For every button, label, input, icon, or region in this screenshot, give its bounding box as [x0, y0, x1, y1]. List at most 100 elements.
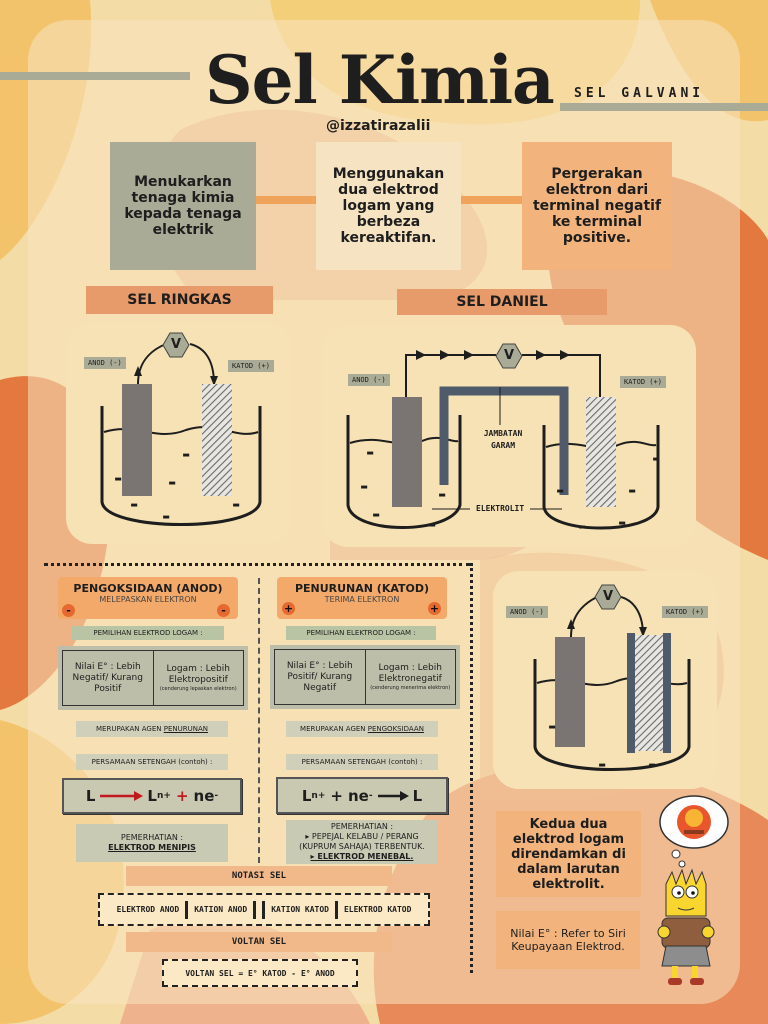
- eq-ion-charge: n+: [311, 790, 326, 801]
- reduction-agent-word: PENGOKSIDAAN: [367, 725, 424, 733]
- minus-sign: -: [130, 492, 139, 516]
- anode-electrode: [555, 637, 585, 747]
- minus-sign: -: [168, 470, 177, 494]
- notation-cathode-cation: KATION KATOD: [271, 905, 329, 914]
- voltmeter-symbol: V: [503, 348, 515, 363]
- simple-cell-panel: [66, 322, 292, 544]
- salt-bridge-label: JAMBATAN GARAM: [483, 429, 523, 450]
- oxidation-agent-chip: MERUPAKAN AGEN PENURUNAN: [76, 721, 228, 737]
- electrolyte-label: ELEKTROLIT: [476, 504, 525, 513]
- daniel-anode-tag: ANOD (-): [348, 374, 390, 386]
- eq-plus: +: [330, 786, 343, 805]
- page-subtitle: SEL GALVANI: [574, 86, 705, 101]
- separator: [185, 900, 189, 919]
- plus-badge-icon: +: [428, 602, 441, 615]
- solution-level-right: [545, 440, 657, 450]
- voltmeter-symbol: V: [170, 337, 182, 352]
- notation-anode-cation: KATION ANOD: [194, 905, 248, 914]
- reduction-notice-line1: ▸ PEPEJAL KELABU / PERANG: [305, 832, 419, 841]
- minus-sign: -: [438, 482, 447, 506]
- wire-right: [620, 596, 644, 636]
- immersed-note: Kedua dua elektrod logam direndamkan di …: [496, 811, 641, 897]
- arrow-right-icon: [100, 791, 144, 801]
- wire-right: [189, 343, 215, 385]
- intro-box-electron-flow: Pergerakan elektron dari terminal negati…: [522, 142, 672, 270]
- notation-anode-electrode: ELEKTROD ANOD: [116, 905, 180, 914]
- reduction-title: PENURUNAN (KATOD): [294, 582, 430, 595]
- beaker-right: [542, 425, 660, 530]
- beaker: [100, 406, 262, 526]
- oxidation-metal-text: Logam : Lebih Elektropositif: [166, 664, 230, 685]
- simple-anode-tag: ANOD (-): [84, 357, 126, 369]
- daniel-cathode-tag: KATOD (+): [620, 376, 666, 388]
- minus-sign: -: [232, 492, 241, 516]
- third-anode-tag: ANOD (-): [506, 606, 548, 618]
- oxidation-e-value: Nilai E° : Lebih Negatif/ Kurang Positif: [63, 651, 154, 705]
- eq-ion: L: [147, 787, 157, 805]
- oxidation-selection-chip: PEMILIHAN ELEKTROD LOGAM :: [72, 626, 224, 640]
- daniel-voltmeter: V: [495, 343, 523, 369]
- voltmeter-symbol: V: [602, 589, 614, 604]
- minus-badge-icon: -: [62, 604, 75, 617]
- arrow-right-icon: [377, 790, 409, 801]
- divider-dotted: [44, 563, 470, 566]
- intro-text-energy: Menukarkan tenaga kimia kepada tenaga el…: [124, 174, 242, 238]
- reduction-notice: PEMERHATIAN : ▸ PEPEJAL KELABU / PERANG …: [286, 820, 438, 864]
- beaker-left: [346, 415, 462, 529]
- deposit-layer: [663, 633, 671, 753]
- voltage-formula: VOLTAN SEL = E° KATOD - E° ANOD: [162, 959, 358, 987]
- minus-sign: -: [628, 478, 637, 502]
- reduction-notice-line2: (KUPRUM SAHAJA) TERBENTUK.: [299, 842, 425, 851]
- eq-right: L: [412, 786, 423, 805]
- divider-dotted: [470, 563, 473, 973]
- eq-ion-charge: n+: [156, 791, 171, 801]
- reduction-halfeq-chip: PERSAMAAN SETENGAH (contoh) :: [286, 754, 438, 770]
- minus-sign: -: [652, 446, 661, 470]
- reduction-agent-chip: MERUPAKAN AGEN PENGOKSIDAAN: [286, 721, 438, 737]
- intro-box-electrodes: Menggunakan dua elektrod logam yang berb…: [316, 142, 461, 270]
- oxidation-header: PENGOKSIDAAN (ANOD) MELEPASKAN ELEKTRON: [58, 577, 238, 619]
- eq-plus: +: [175, 787, 189, 805]
- intro-text-electrodes: Menggunakan dua elektrod logam yang berb…: [332, 166, 445, 246]
- daniel-cell-diagram: [346, 350, 660, 530]
- notation-box: ELEKTROD ANOD KATION ANOD KATION KATOD E…: [98, 893, 430, 926]
- eq-ion: L: [301, 786, 312, 805]
- refer-note: Nilai E° : Refer to Siri Keupayaan Elekt…: [496, 911, 640, 969]
- wire-left: [570, 596, 598, 638]
- minus-sign: -: [648, 752, 657, 776]
- reduction-e-value: Nilai E° : Lebih Positif/ Kurang Negatif: [275, 650, 366, 704]
- oxidation-metal-note: (cenderung lepaskan elektron): [159, 686, 237, 692]
- oxidation-agent-prefix: MERUPAKAN AGEN: [96, 725, 164, 733]
- anode-electrode: [122, 384, 152, 496]
- electron-flow-arrows: [416, 350, 570, 360]
- minus-sign: -: [428, 512, 437, 536]
- reduction-metal-note: (cenderung menerima elektron): [370, 685, 451, 691]
- simple-cell-label: SEL RINGKAS: [86, 286, 273, 314]
- arrow-icon: [210, 376, 218, 386]
- arrow-icon: [639, 627, 647, 637]
- cathode-electrode: [586, 397, 616, 507]
- reduction-notice-line3: ▸ ELEKTROD MENEBAL.: [310, 852, 414, 861]
- third-voltmeter: V: [594, 584, 622, 610]
- voltage-title: VOLTAN SEL: [126, 932, 392, 952]
- eq-electron: ne: [347, 786, 369, 805]
- notation-cathode-electrode: ELEKTROD KATOD: [343, 905, 412, 914]
- beaker: [533, 659, 691, 771]
- minus-sign: -: [182, 442, 191, 466]
- divider-dotted: [258, 578, 260, 873]
- oxidation-table: Nilai E° : Lebih Negatif/ Kurang Positif…: [58, 646, 248, 710]
- plus-badge-icon: +: [282, 602, 295, 615]
- wire-right: [522, 354, 601, 397]
- deposit-layer: [627, 633, 635, 753]
- reduction-metal-text: Logam : Lebih Elektronegatif: [378, 663, 442, 684]
- third-cell-diagram: [533, 596, 691, 771]
- reduction-subtitle: TERIMA ELEKTRON: [324, 595, 400, 604]
- author-handle: @izzatirazalii: [326, 118, 431, 134]
- eq-electron-charge: -: [368, 790, 373, 801]
- minus-sign: -: [598, 752, 607, 776]
- reduction-table: Nilai E° : Lebih Positif/ Kurang Negatif…: [270, 645, 460, 709]
- reduction-header: PENURUNAN (KATOD) TERIMA ELEKTRON: [277, 577, 447, 619]
- intro-box-energy: Menukarkan tenaga kimia kepada tenaga el…: [110, 142, 256, 270]
- eq-electron: ne: [193, 787, 215, 805]
- minus-sign: -: [556, 478, 565, 502]
